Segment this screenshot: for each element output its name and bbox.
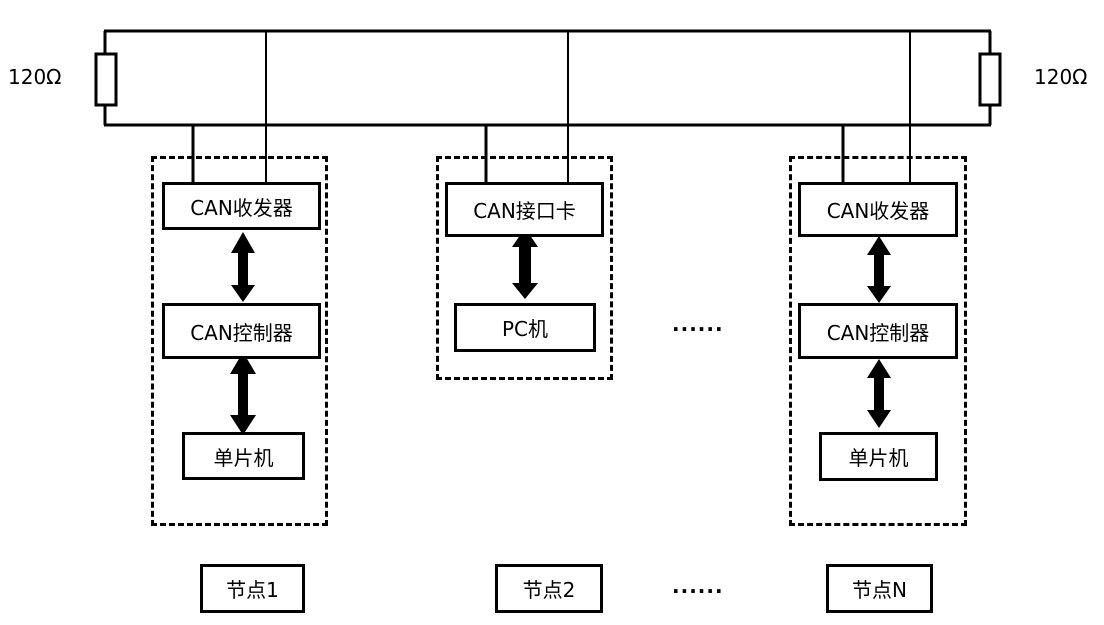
- bidirectional-arrow-icon: [512, 228, 538, 299]
- bidirectional-arrow-icon: [230, 352, 256, 435]
- node1-mcu: 单片机: [182, 432, 305, 480]
- more-nodes-ellipsis: ......: [672, 312, 724, 336]
- node2-pc: PC机: [454, 303, 596, 352]
- node2-can-interface-card: CAN接口卡: [445, 182, 604, 237]
- nodeN-can-transceiver: CAN收发器: [798, 182, 958, 237]
- left-resistor-label: 120Ω: [8, 65, 62, 89]
- node1-group: [151, 156, 328, 526]
- left-terminator-resistor: [94, 52, 118, 107]
- more-labels-ellipsis: ......: [672, 574, 724, 598]
- node1-can-transceiver: CAN收发器: [162, 182, 321, 230]
- bidirectional-arrow-icon: [231, 232, 255, 302]
- bidirectional-arrow-icon: [867, 359, 891, 428]
- node2-group: [436, 156, 613, 380]
- bidirectional-arrow-icon: [867, 236, 891, 303]
- nodeN-group: [789, 156, 967, 526]
- node1-can-controller: CAN控制器: [162, 303, 321, 359]
- right-resistor-label: 120Ω: [1034, 65, 1088, 89]
- nodeN-mcu: 单片机: [819, 432, 938, 481]
- node2-label: 节点2: [495, 564, 603, 613]
- right-terminator-resistor: [978, 52, 1002, 107]
- nodeN-label: 节点N: [826, 564, 933, 613]
- node1-label: 节点1: [200, 564, 305, 613]
- nodeN-can-controller: CAN控制器: [798, 303, 958, 359]
